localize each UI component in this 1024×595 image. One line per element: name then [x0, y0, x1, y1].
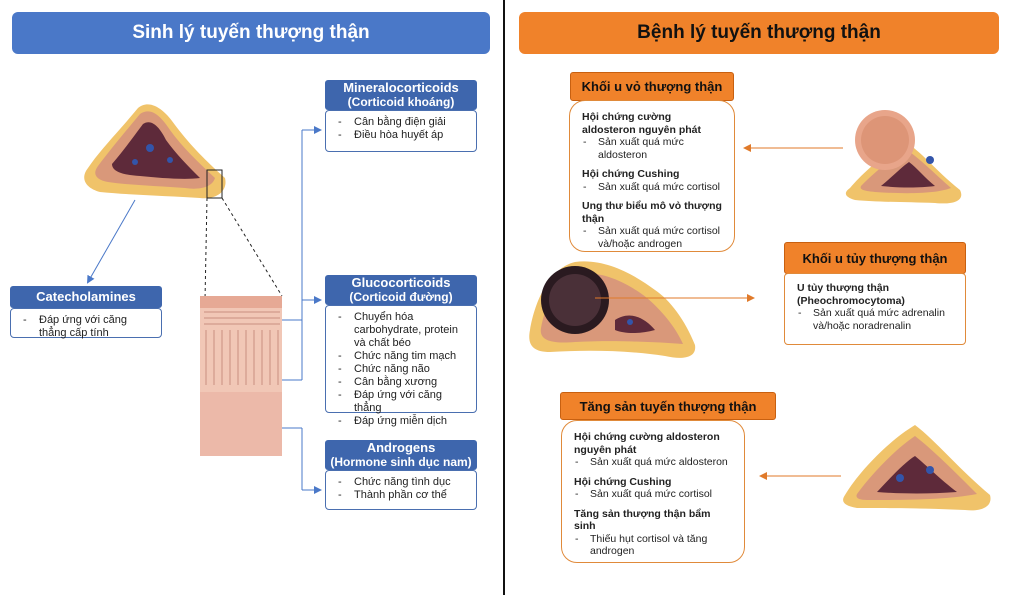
list-item: Cân bằng điện giải — [336, 116, 468, 129]
right-illustration — [529, 110, 991, 511]
hyperplasia-gland-icon — [843, 425, 991, 511]
list-item: Chức năng tình dục — [336, 476, 468, 489]
panel-divider — [503, 0, 505, 595]
list-item: Cân bằng xương — [336, 376, 468, 389]
mineralocorticoids-header: Mineralocorticoids (Corticoid khoáng) — [325, 80, 477, 110]
glucocorticoids-title: Glucocorticoids — [351, 275, 451, 290]
androgens-box: Chức năng tình dục Thành phần cơ thể — [325, 470, 477, 510]
cortex-tumor-gland-icon — [845, 110, 962, 204]
catecholamines-header: Catecholamines — [10, 286, 162, 308]
group-title: Ung thư biểu mô vỏ thượng thận — [582, 200, 722, 225]
list-item: Thiếu hụt cortisol và tăng androgen — [574, 533, 734, 558]
group-title: Hội chứng Cushing — [574, 475, 672, 488]
list-item: Đáp ứng với căng thẳng — [336, 389, 468, 415]
catecholamines-box: Đáp ứng với căng thẳng cấp tính — [10, 308, 162, 340]
medulla-tumor-gland-icon — [529, 261, 696, 358]
list-item: Chức năng não — [336, 363, 468, 376]
list-item: Điều hòa huyết áp — [336, 129, 468, 142]
list-item: Chuyển hóa carbohydrate, protein và chất… — [336, 311, 468, 350]
mineralocorticoids-box: Cân bằng điện giải Điều hòa huyết áp — [325, 110, 477, 152]
androgens-title: Androgens — [366, 440, 436, 455]
list-item: Thành phần cơ thể — [336, 489, 468, 502]
group-title: Tăng sản thượng thận bẩm sinh — [574, 507, 711, 533]
medulla-tumor-header: Khối u tủy thượng thận — [784, 242, 966, 274]
tissue-section-icon — [200, 296, 282, 456]
mineralocorticoids-subtitle: (Corticoid khoáng) — [347, 95, 455, 109]
glucocorticoids-header: Glucocorticoids (Corticoid đường) — [325, 275, 477, 305]
group-title: U tủy thượng thận (Pheochromocytoma) — [797, 282, 905, 307]
catecholamines-title: Catecholamines — [36, 289, 136, 304]
right-panel-title: Bệnh lý tuyến thượng thận — [519, 12, 999, 54]
left-panel-title: Sinh lý tuyến thượng thận — [12, 12, 490, 54]
hyperplasia-box: Hội chứng cường aldosteron nguyên phát S… — [561, 420, 745, 563]
list-item: Sản xuất quá mức cortisol — [574, 488, 734, 501]
list-item: Sản xuất quá mức aldosteron — [582, 136, 724, 161]
hyperplasia-header: Tăng sản tuyến thượng thận — [560, 392, 776, 420]
list-item: Sản xuất quá mức cortisol — [582, 181, 724, 194]
list-item: Chức năng tim mạch — [336, 350, 468, 363]
androgens-header: Androgens (Hormone sinh dục nam) — [325, 440, 477, 470]
medulla-tumor-box: U tủy thượng thận (Pheochromocytoma) Sản… — [784, 273, 966, 345]
left-illustration — [84, 104, 322, 494]
group-title: Hội chứng Cushing — [582, 168, 680, 180]
list-item: Sản xuất quá mức cortisol và/hoặc androg… — [582, 225, 724, 250]
list-item: Sản xuất quá mức adrenalin và/hoặc norad… — [797, 307, 957, 332]
mineralocorticoids-title: Mineralocorticoids — [343, 80, 459, 95]
adrenal-gland-icon — [84, 104, 226, 199]
androgens-subtitle: (Hormone sinh dục nam) — [330, 455, 472, 469]
group-title: Hội chứng cường aldosteron nguyên phát — [582, 111, 702, 136]
list-item: Đáp ứng miễn dịch — [336, 415, 468, 428]
list-item: Sản xuất quá mức aldosteron — [574, 456, 734, 469]
group-title: Hội chứng cường aldosteron nguyên phát — [574, 431, 720, 456]
glucocorticoids-subtitle: (Corticoid đường) — [349, 290, 453, 304]
cortex-tumor-box: Hội chứng cường aldosteron nguyên phát S… — [569, 100, 735, 252]
list-item: Đáp ứng với căng thẳng cấp tính — [21, 314, 153, 340]
cortex-tumor-header: Khối u vỏ thượng thận — [570, 72, 734, 101]
glucocorticoids-box: Chuyển hóa carbohydrate, protein và chất… — [325, 305, 477, 428]
